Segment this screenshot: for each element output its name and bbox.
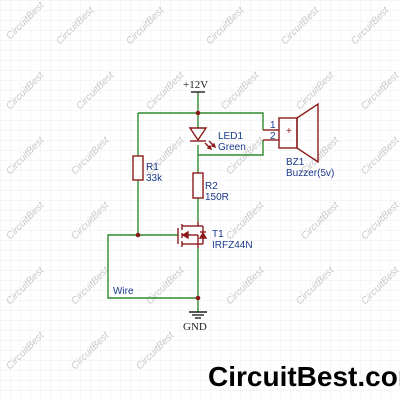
buzzer-ref: BZ1 bbox=[286, 157, 305, 168]
supply-rail-wire bbox=[138, 112, 264, 130]
buzzer-pin2: 2 bbox=[270, 131, 276, 142]
buzzer-value: Buzzer(5v) bbox=[286, 168, 334, 179]
bypass-wire bbox=[107, 234, 198, 299]
led-value: Green bbox=[218, 142, 246, 153]
ground-label: GND bbox=[183, 321, 207, 333]
junctions bbox=[135, 110, 201, 301]
r1-ref: R1 bbox=[146, 162, 159, 173]
junction-dot bbox=[195, 295, 201, 301]
buzzer-wire bbox=[198, 140, 264, 156]
buzzer-symbol bbox=[263, 102, 319, 164]
r1-value: 33k bbox=[146, 173, 163, 184]
junction-dot bbox=[195, 110, 201, 116]
r2-ref: R2 bbox=[205, 181, 218, 192]
led-ref: LED1 bbox=[218, 131, 243, 142]
ground-symbol bbox=[189, 311, 207, 319]
t1-ref: T1 bbox=[212, 229, 224, 240]
mosfet-symbol bbox=[177, 222, 208, 248]
r1-symbol bbox=[132, 155, 144, 181]
wires bbox=[107, 92, 264, 312]
buzzer-plus: + bbox=[286, 126, 292, 137]
supply-label: +12V bbox=[183, 79, 208, 91]
buzzer-pin1: 1 bbox=[270, 120, 276, 131]
junction-dot bbox=[135, 232, 141, 238]
brand-logo: CircuitBest.com bbox=[208, 361, 400, 392]
t1-value: IRFZ44N bbox=[212, 240, 253, 251]
supply-symbol: +12V bbox=[183, 79, 208, 93]
led-symbol bbox=[188, 127, 217, 151]
net-label-wire: Wire bbox=[113, 286, 134, 297]
r2-symbol bbox=[192, 172, 204, 199]
r2-value: 150R bbox=[205, 192, 229, 203]
